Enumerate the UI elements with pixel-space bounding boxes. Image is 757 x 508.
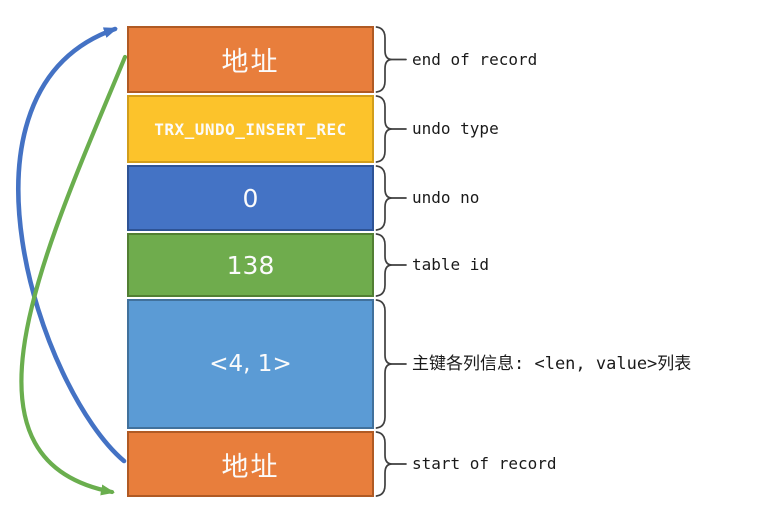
field-box-primary-key-info: <4, 1> bbox=[127, 299, 374, 429]
field-value: <4, 1> bbox=[209, 351, 292, 377]
label-undo-no: undo no bbox=[412, 188, 480, 207]
green-loop-arrow bbox=[19, 54, 128, 496]
field-box-undo-type: TRX_UNDO_INSERT_REC bbox=[127, 95, 374, 163]
brace-icon bbox=[375, 431, 407, 497]
field-value: 地址 bbox=[221, 47, 280, 78]
brace-icon bbox=[375, 233, 407, 297]
field-value: 138 bbox=[226, 250, 275, 280]
blue-loop-arrow bbox=[16, 26, 127, 464]
label-table-id: table id bbox=[412, 255, 490, 274]
field-box-undo-no: 0 bbox=[127, 165, 374, 231]
label-start-of-record: start of record bbox=[412, 454, 557, 473]
field-box-start-address: 地址 bbox=[127, 431, 374, 497]
label-end-of-record: end of record bbox=[412, 50, 538, 69]
field-value: TRX_UNDO_INSERT_REC bbox=[154, 119, 347, 139]
brace-icon bbox=[375, 95, 407, 163]
brace-icon bbox=[375, 165, 407, 231]
field-box-end-address: 地址 bbox=[127, 26, 374, 93]
brace-icon bbox=[375, 299, 407, 429]
brace-icon bbox=[375, 26, 407, 93]
field-value: 地址 bbox=[221, 451, 280, 483]
label-undo-type: undo type bbox=[412, 119, 499, 138]
field-box-table-id: 138 bbox=[127, 233, 374, 297]
field-value: 0 bbox=[242, 183, 259, 213]
label-primary-key-columns: 主键各列信息: <len, value>列表 bbox=[412, 354, 692, 374]
